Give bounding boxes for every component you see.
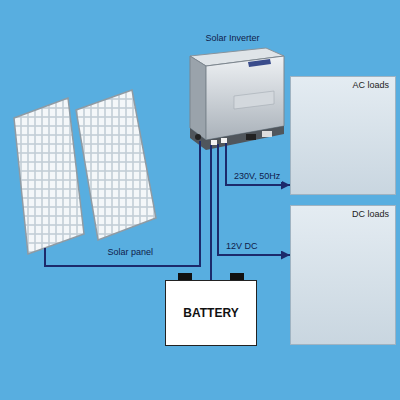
inverter-art [190,126,284,150]
battery-terminals [178,273,192,280]
wire [226,153,290,185]
ac-load-panel: AC loads [290,76,396,195]
wire [210,153,212,280]
inverter-art [206,56,284,140]
battery-box: BATTERY [165,280,257,346]
inverter-art [262,131,272,137]
voltage-label: 230V, 50Hz [232,171,282,182]
node-label: BATTERY [183,306,238,320]
inverter-art [246,134,256,140]
solar-panel: Solar panel [12,92,167,262]
inverter-art [248,59,271,67]
inverter-art [195,134,201,140]
inverter-art [190,56,206,140]
wire [218,153,290,255]
solar-panel-art [14,90,156,262]
node-label: Solar Inverter [205,33,259,44]
inverter-art [225,143,227,153]
solar-inverter: Solar Inverter [180,33,285,153]
inverter-art [211,140,217,145]
solar-panel-art [14,98,84,254]
node-label: AC loads [352,80,389,91]
node-label: DC loads [352,209,389,220]
inverter-art [221,138,227,143]
solar-panel-art [76,90,156,240]
voltage-label: 12V DC [224,241,260,252]
dc-load-panel: DC loads [290,205,396,345]
inverter-art [190,48,284,153]
node-label: Solar panel [107,247,153,258]
solar-panel-art [44,248,46,262]
inverter-art [199,141,201,153]
wire [45,153,200,266]
battery-terminals [230,273,244,280]
inverter-art [234,91,274,109]
inverter-art [210,145,212,153]
inverter-art [217,144,219,153]
